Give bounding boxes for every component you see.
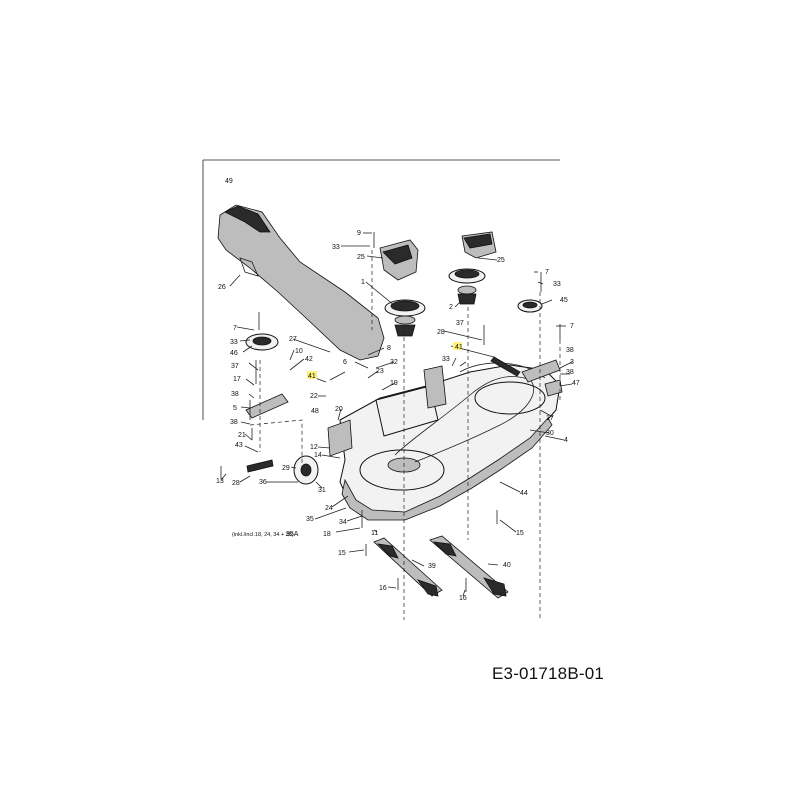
- tension-spring-left: [246, 459, 274, 473]
- bracket-5: [245, 393, 289, 419]
- part-label: 33: [230, 339, 238, 346]
- part-label: 35: [306, 516, 314, 523]
- part-label: 7: [570, 323, 574, 330]
- pulley-guard-left: [379, 239, 419, 281]
- part-label: 8: [387, 345, 391, 352]
- part-label: 1: [361, 279, 365, 286]
- part-label: 33: [442, 356, 450, 363]
- included-parts-note: (inkl./incl.18, 24, 34 + 35): [232, 532, 294, 538]
- part-label: 26: [218, 284, 226, 291]
- part-label: 5: [233, 405, 237, 412]
- part-label: 7: [545, 269, 549, 276]
- drawing-reference-code: E3-01718B-01: [492, 664, 605, 683]
- idler-pulley-45: [517, 299, 543, 313]
- part-label: 11: [371, 530, 378, 537]
- part-label: 17: [233, 376, 241, 383]
- part-label: 37: [456, 320, 464, 327]
- part-label: 49: [225, 178, 233, 185]
- frame-line: [202, 159, 560, 420]
- bracket-47: [544, 379, 563, 397]
- part-label: 29: [282, 465, 290, 472]
- part-label: 17: [546, 415, 554, 422]
- part-label: 20: [335, 406, 343, 413]
- part-label: 33: [332, 244, 340, 251]
- part-label: 2: [449, 304, 453, 311]
- part-label: 38: [566, 347, 574, 354]
- idler-pulley-46: [245, 333, 279, 351]
- part-label: 14: [314, 452, 322, 459]
- blade-39: [373, 537, 443, 597]
- part-label: 19: [390, 380, 398, 387]
- part-label: 18: [323, 531, 331, 538]
- part-label: 30: [546, 430, 554, 437]
- spindle-pulley-right: [448, 268, 486, 305]
- part-label: 33: [553, 281, 561, 288]
- mower-deck-housing: [339, 362, 561, 521]
- part-label: 44: [520, 490, 528, 497]
- part-label: 39: [428, 563, 436, 570]
- part-label: 21: [238, 432, 246, 439]
- part-label: 16: [379, 585, 387, 592]
- part-label: 16: [459, 595, 467, 602]
- spindle-pulley-left: [384, 299, 426, 337]
- part-label: 10: [295, 348, 303, 355]
- highlight-marker-41b: [307, 371, 317, 379]
- part-label: 24: [325, 505, 333, 512]
- part-label: 32: [390, 359, 398, 366]
- belt-cover: [217, 204, 385, 361]
- part-label: 46: [230, 350, 238, 357]
- part-label: 41: [308, 373, 316, 380]
- part-labels: 49 9 33 25 25 7 33 26 1 2 45 7 7 33 27 3…: [216, 178, 580, 602]
- part-label: 45: [560, 297, 568, 304]
- part-label: 25: [497, 257, 505, 264]
- part-label: 27: [289, 336, 297, 343]
- part-label: 13: [216, 478, 224, 485]
- part-label: 42: [305, 356, 313, 363]
- part-label: 28: [232, 480, 240, 487]
- part-label: 47: [572, 380, 580, 387]
- anti-scalp-wheel: [293, 455, 319, 485]
- part-label: 15: [338, 550, 346, 557]
- part-label: 23: [376, 368, 384, 375]
- pulley-guard-right: [461, 231, 497, 259]
- part-label: 40: [503, 562, 511, 569]
- alignment-lines: [249, 250, 561, 620]
- part-label: 12: [310, 444, 318, 451]
- part-label: 6: [343, 359, 347, 366]
- part-label: 15: [516, 530, 524, 537]
- part-label: 36: [259, 479, 267, 486]
- part-label: 9: [357, 230, 361, 237]
- part-label: 41: [455, 344, 463, 351]
- part-label: 38: [231, 391, 239, 398]
- part-label: 4: [564, 437, 568, 444]
- part-label: 34: [339, 519, 347, 526]
- bracket-48: [327, 419, 353, 457]
- part-label: 35A: [286, 531, 299, 538]
- part-label: 31: [318, 487, 326, 494]
- blade-40: [429, 535, 509, 599]
- part-label: 28: [437, 329, 445, 336]
- part-label: 7: [233, 325, 237, 332]
- part-label: 43: [235, 442, 243, 449]
- part-label: 38: [230, 419, 238, 426]
- tension-spring-right: [490, 356, 521, 377]
- part-label: 3: [570, 359, 574, 366]
- part-label: 25: [357, 254, 365, 261]
- highlight-marker-41a: [453, 342, 462, 350]
- bolts: [220, 232, 561, 592]
- part-label: 38: [566, 369, 574, 376]
- part-label: 48: [311, 408, 319, 415]
- part-label: 37: [231, 363, 239, 370]
- part-label: 22: [310, 393, 318, 400]
